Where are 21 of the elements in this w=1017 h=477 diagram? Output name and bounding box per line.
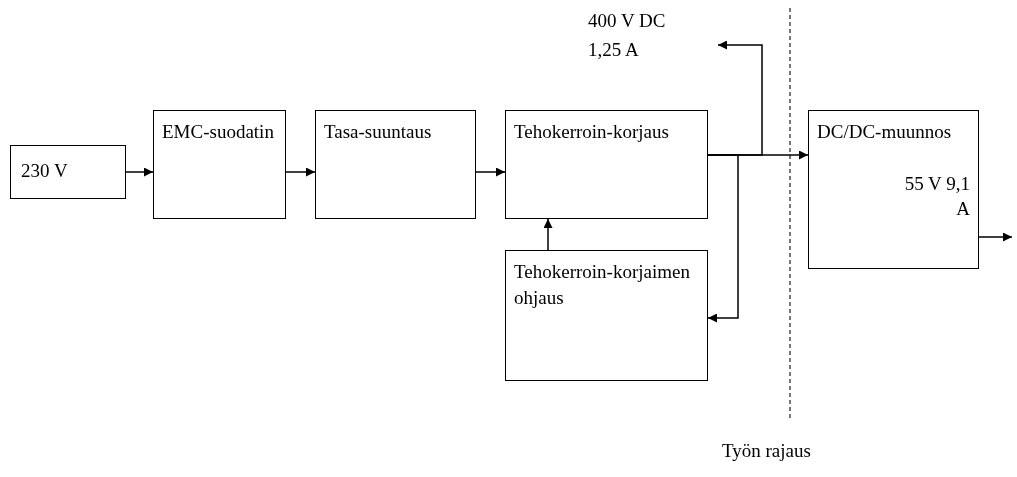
block-title: Tasa-suuntaus xyxy=(324,120,433,144)
block-box xyxy=(315,110,476,219)
block-box xyxy=(153,110,286,219)
arrow xyxy=(543,218,553,251)
block-title: 230 V xyxy=(21,159,69,183)
block-title: Tehokerroin-korjaus xyxy=(514,120,670,144)
block-box xyxy=(10,145,126,199)
block-value: 55 V 9,1 A xyxy=(903,171,970,222)
block-box xyxy=(505,110,708,219)
block-title: EMC-suodatin xyxy=(162,120,275,144)
boundary-label: Työn rajaus xyxy=(722,439,812,463)
arrow xyxy=(707,154,739,323)
block-box xyxy=(808,110,979,269)
block-title: DC/DC-muunnos xyxy=(817,120,953,144)
output-label: 400 V DC 1,25 A xyxy=(588,9,667,63)
arrow xyxy=(285,167,316,177)
arrow xyxy=(125,167,154,177)
arrow xyxy=(978,232,1013,242)
block-box xyxy=(505,250,708,381)
arrow xyxy=(475,167,506,177)
block-title: Tehokerroin-korjaimen ohjaus xyxy=(514,260,691,310)
